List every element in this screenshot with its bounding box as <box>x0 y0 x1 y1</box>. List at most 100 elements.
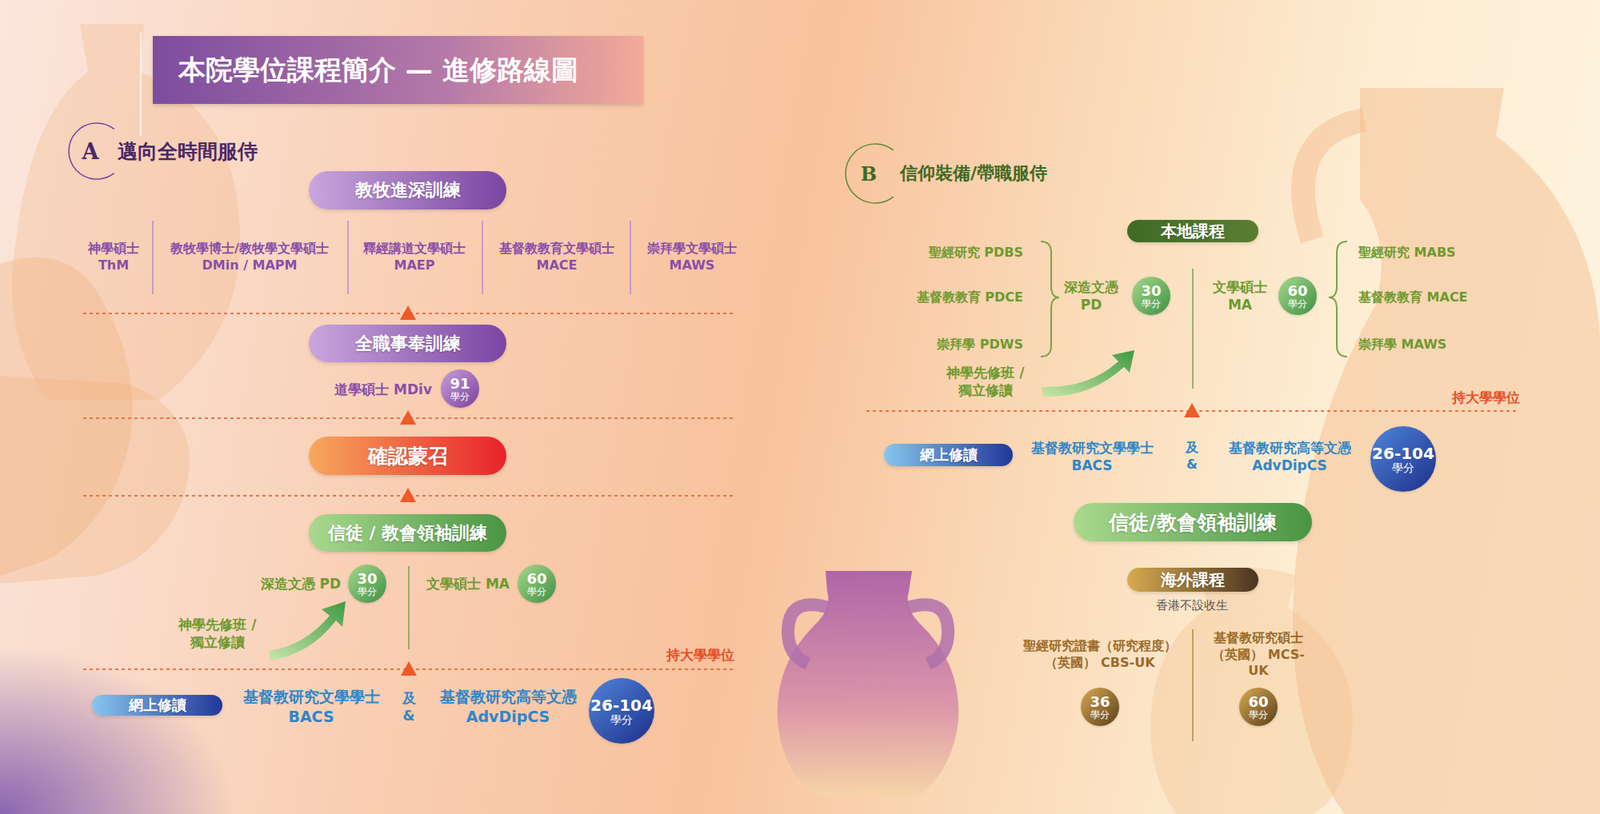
title-text: 本院學位課程簡介 — 進修路線圖 <box>178 52 579 89</box>
route-label: 神學碩士 ThM <box>84 240 143 275</box>
separator-line <box>481 220 484 295</box>
progress-arrow <box>268 601 346 661</box>
route-label: 基督教研究碩士 （英國） MCS-UK <box>1210 630 1307 680</box>
section-arc-path <box>845 144 894 204</box>
pill-text: 信徒 / 教會領袖訓練 <box>328 521 488 546</box>
route-label: 香港不設收生 <box>1156 598 1228 615</box>
divider-line <box>1192 629 1194 742</box>
credit-circle: 60學分 <box>1239 688 1278 727</box>
credit-circle: 30學分 <box>1132 276 1171 316</box>
up-triangle <box>400 488 416 503</box>
credit-unit: 學分 <box>450 392 470 402</box>
route-label: 基督教研究高等文憑 AdvDipCS <box>436 687 580 727</box>
stage-pill: 網上修讀 <box>92 695 223 716</box>
section-heading: 邁向全時間服侍 <box>117 122 258 180</box>
route-label: 文學碩士 MA <box>1210 278 1270 314</box>
pill-text: 信徒/教會領袖訓練 <box>1108 509 1276 536</box>
route-label: 基督教教育 PDCE <box>916 289 1024 307</box>
route-label: 崇拜學文學碩士 MAWS <box>643 240 741 275</box>
credit-unit: 學分 <box>610 714 633 726</box>
route-label: 釋經講道文學碩士 MAEP <box>359 240 470 275</box>
credit-circle: 30學分 <box>348 564 387 604</box>
route-label: 神學先修班 / 獨立修讀 <box>174 616 261 652</box>
pill-text: 確認蒙召 <box>368 443 448 470</box>
route-label: 崇拜學 MAWS <box>1358 336 1447 354</box>
credit-circle: 26-104學分 <box>1370 426 1436 492</box>
pill-text: 全職事奉訓練 <box>355 332 461 356</box>
title-rule <box>140 32 142 136</box>
route-label: 基督教研究文學學士 BACS <box>1027 439 1157 475</box>
credit-number: 30 <box>356 572 377 587</box>
vase-silhouette <box>0 376 190 584</box>
divider-line <box>1192 268 1194 389</box>
brace <box>1040 241 1060 357</box>
route-label: 聖經研究 PDBS <box>928 244 1024 262</box>
vase-illustration <box>777 571 960 796</box>
up-triangle <box>1184 403 1200 418</box>
route-label: 教牧學博士/教牧學文學碩士 DMin / MAPM <box>163 240 336 275</box>
credit-unit: 學分 <box>527 587 547 597</box>
section-marker: A邁向全時間服侍 <box>68 122 126 180</box>
dotted-lines <box>84 313 1520 670</box>
brace <box>1328 241 1348 357</box>
route-label: 聖經研究證書（研究程度） （英國） CBS-UK <box>1020 638 1180 672</box>
credit-number: 60 <box>1287 284 1308 299</box>
credit-circle: 91學分 <box>440 369 480 408</box>
route-label: 基督教研究高等文憑 AdvDipCS <box>1224 439 1355 475</box>
credit-circle: 26-104學分 <box>588 678 655 744</box>
stage-pill: 確認蒙召 <box>308 436 507 476</box>
route-label: 基督教教育 MACE <box>1358 289 1468 307</box>
vase-handle <box>907 604 948 664</box>
credit-number: 26-104 <box>590 697 653 714</box>
route-label: 基督教研究文學學士 BACS <box>239 687 384 727</box>
stage-pill: 本地課程 <box>1127 220 1259 243</box>
route-label: 崇拜學 PDWS <box>936 336 1024 354</box>
section-heading: 信仰裝備/帶職服侍 <box>900 143 1048 204</box>
pill-text: 網上修讀 <box>128 696 187 716</box>
section-letter: A <box>68 122 113 180</box>
separator-line <box>629 220 632 295</box>
up-triangle <box>400 410 416 425</box>
credit-number: 36 <box>1089 695 1110 710</box>
credit-number: 60 <box>526 572 547 587</box>
pill-text: 教牧進深訓練 <box>355 178 461 203</box>
up-triangle <box>400 661 417 676</box>
credit-unit: 學分 <box>357 587 377 597</box>
route-label: 深造文憑 PD <box>1061 278 1121 314</box>
stage-pill: 網上修讀 <box>884 444 1013 467</box>
pill-text: 本地課程 <box>1160 220 1225 243</box>
route-label: 持大學學位 <box>1452 388 1520 407</box>
credit-unit: 學分 <box>1248 710 1268 720</box>
pill-text: 海外課程 <box>1160 569 1225 592</box>
separator-lines <box>152 220 631 295</box>
separator-line <box>152 220 154 295</box>
credit-unit: 學分 <box>1288 299 1308 309</box>
route-label: 聖經研究 MABS <box>1358 244 1456 262</box>
route-label: 文學碩士 MA <box>426 575 510 593</box>
stage-pill: 信徒 / 教會領袖訓練 <box>308 514 507 552</box>
vase-handle <box>788 604 829 664</box>
up-triangle <box>400 305 416 320</box>
progress-arrow <box>1041 350 1135 397</box>
pill-text: 網上修讀 <box>920 445 978 465</box>
credit-unit: 學分 <box>1392 462 1415 474</box>
route-label: 基督教教育文學碩士 MACE <box>495 240 619 275</box>
route-label: 及 & <box>1181 440 1203 474</box>
vase-handle <box>1303 120 1364 240</box>
route-label: 及 & <box>398 689 420 725</box>
credit-unit: 學分 <box>1090 710 1110 720</box>
stage-pill: 信徒/教會領袖訓練 <box>1073 503 1312 542</box>
divider-line <box>408 566 410 650</box>
route-label: 深造文憑 PD <box>260 575 342 593</box>
credit-number: 91 <box>449 376 470 392</box>
section-letter: B <box>844 143 893 204</box>
route-label: 道學碩士 MDiv <box>334 380 432 399</box>
stage-pill: 海外課程 <box>1127 568 1259 592</box>
credit-number: 60 <box>1248 695 1268 710</box>
section-marker: B信仰裝備/帶職服侍 <box>844 143 906 204</box>
credit-circle: 60學分 <box>1278 276 1317 316</box>
up-triangles <box>400 305 1200 676</box>
title-band: 本院學位課程簡介 — 進修路線圖 <box>152 36 644 104</box>
